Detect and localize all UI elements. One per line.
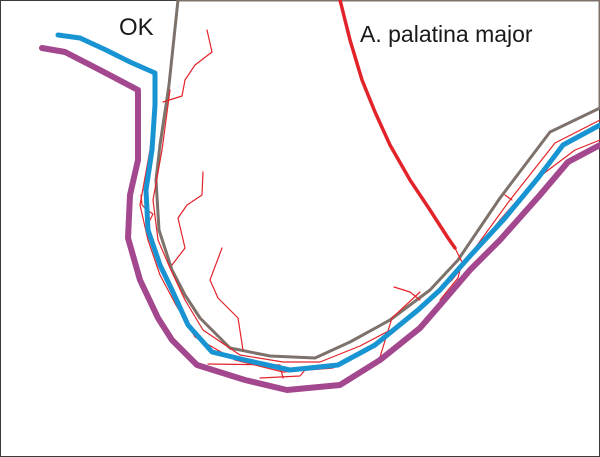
capillary-branch-left xyxy=(171,171,204,266)
palatina-major-artery xyxy=(338,0,457,250)
blue-contour-line xyxy=(55,32,600,373)
capillary-branch-bottom xyxy=(207,363,284,379)
bone-outline xyxy=(154,0,600,360)
capillary-branch-bottom-left xyxy=(209,247,244,351)
capillary-branch-right-lower xyxy=(379,291,421,358)
purple-contour-line xyxy=(39,45,600,393)
capillary-branch-bottom-mid xyxy=(259,369,306,379)
capillary-branch-right xyxy=(393,286,421,301)
ok-label: OK xyxy=(119,14,154,41)
capillary-branch-upper-right xyxy=(504,194,513,201)
artery-label: A. palatina major xyxy=(360,21,533,47)
capillary-branch-top xyxy=(162,29,213,103)
